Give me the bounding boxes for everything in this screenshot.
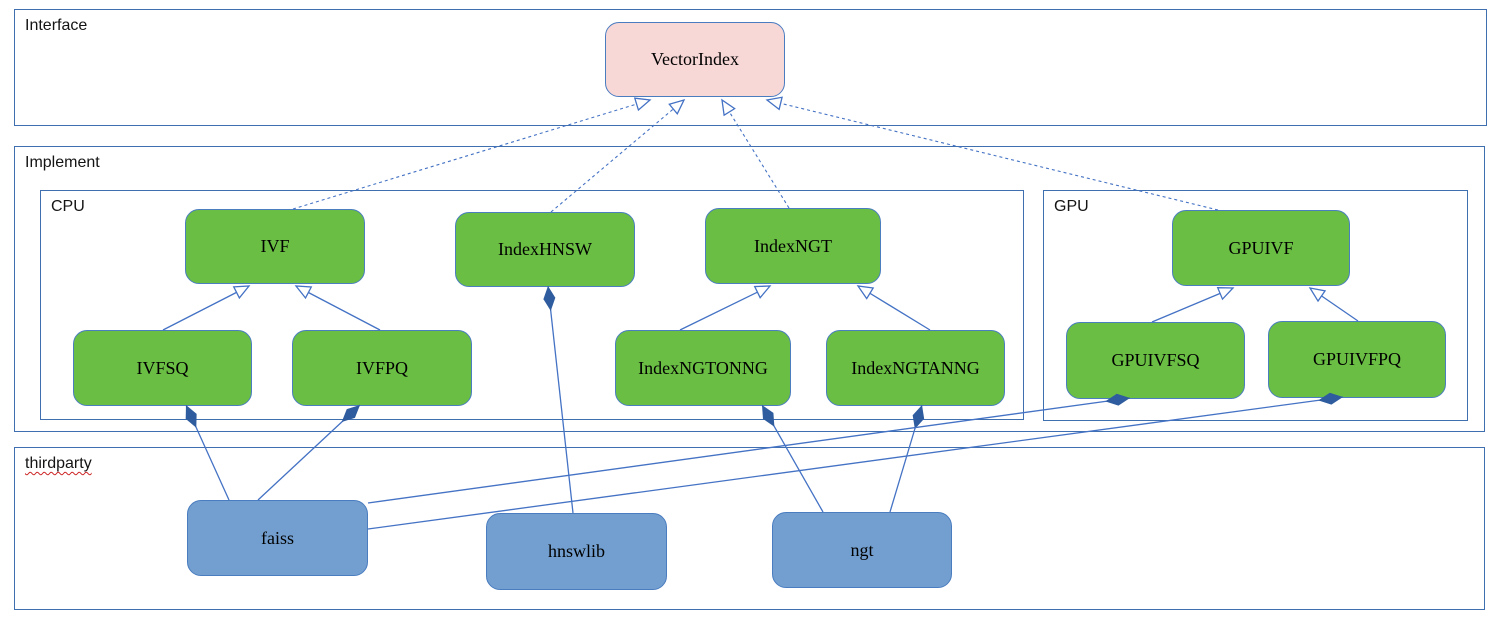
- node-vectorindex[interactable]: VectorIndex: [605, 22, 785, 97]
- container-interface-label: Interface: [25, 17, 88, 34]
- node-gpuivfsq-label: GPUIVFSQ: [1111, 350, 1200, 370]
- node-ivfpq[interactable]: IVFPQ: [292, 330, 472, 406]
- node-gpuivfpq-label: GPUIVFPQ: [1312, 349, 1402, 369]
- node-ivfsq-label: IVFSQ: [136, 357, 189, 378]
- container-thirdparty-label: thirdparty: [25, 455, 92, 472]
- node-ivfsq[interactable]: IVFSQ: [73, 330, 252, 406]
- node-vectorindex-label: VectorIndex: [651, 49, 739, 69]
- node-faiss[interactable]: faiss: [187, 500, 368, 576]
- node-indexngtanng[interactable]: IndexNGTANNG: [826, 330, 1005, 406]
- node-indexngtanng-label: IndexNGTANNG: [851, 357, 980, 378]
- node-indexhnsw-label: IndexHNSW: [498, 239, 592, 259]
- node-indexngtonng-label: IndexNGTONNG: [638, 357, 768, 378]
- node-faiss-label: faiss: [261, 527, 294, 548]
- node-indexngtonng[interactable]: IndexNGTONNG: [615, 330, 791, 406]
- node-ngt[interactable]: ngt: [772, 512, 952, 588]
- node-hnswlib-label: hnswlib: [547, 541, 605, 561]
- container-implement-label: Implement: [25, 154, 100, 171]
- node-gpuivfpq[interactable]: GPUIVFPQ: [1268, 321, 1446, 398]
- node-ivf[interactable]: IVF: [185, 209, 365, 284]
- node-indexhnsw[interactable]: IndexHNSW: [455, 212, 635, 287]
- node-ivf-label: IVF: [260, 236, 290, 256]
- node-gpuivf[interactable]: GPUIVF: [1172, 210, 1350, 286]
- node-gpuivf-label: GPUIVF: [1228, 237, 1294, 258]
- node-indexngt[interactable]: IndexNGT: [705, 208, 881, 284]
- container-cpu-label: CPU: [51, 198, 85, 215]
- node-ivfpq-label: IVFPQ: [355, 357, 408, 378]
- node-indexngt-label: IndexNGT: [754, 235, 832, 256]
- node-gpuivfsq[interactable]: GPUIVFSQ: [1066, 322, 1245, 399]
- node-ngt-label: ngt: [850, 539, 874, 560]
- node-hnswlib[interactable]: hnswlib: [486, 513, 667, 590]
- container-gpu-label: GPU: [1054, 198, 1089, 215]
